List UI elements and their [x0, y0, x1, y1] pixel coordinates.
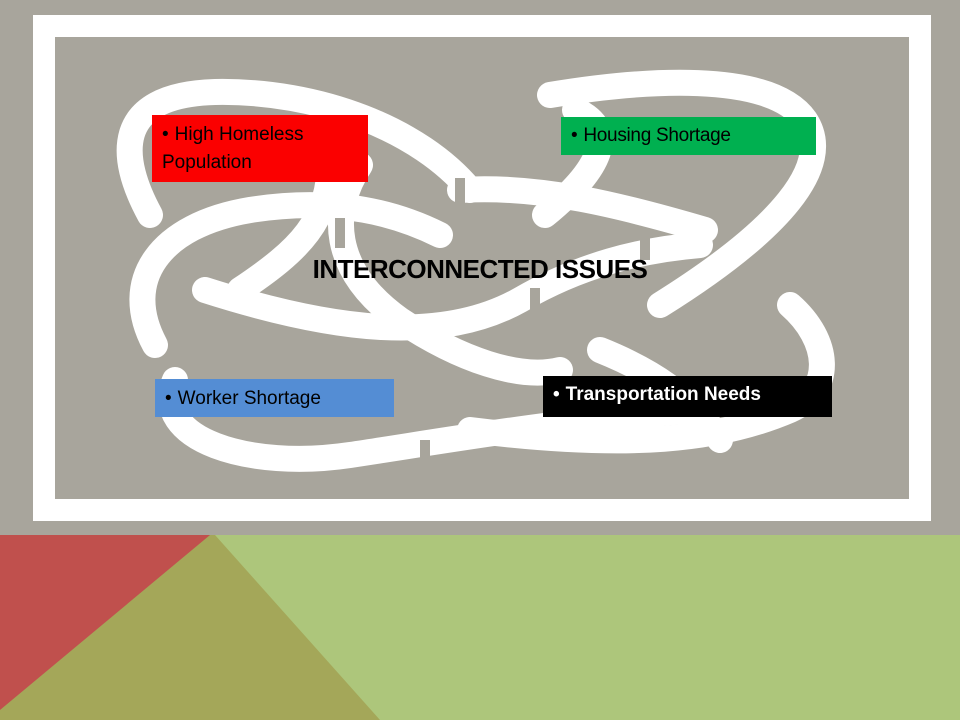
issue-label: Transportation Needs [565, 384, 761, 405]
issue-label: High Homeless Population [162, 124, 304, 173]
bullet-marker: • [553, 384, 560, 405]
celtic-knot-image [33, 15, 931, 521]
slide-title: INTERCONNECTED ISSUES [312, 254, 648, 284]
issue-box-housing-shortage: •Housing Shortage [561, 117, 816, 155]
issue-label: Worker Shortage [177, 388, 321, 409]
issue-box-high-homeless-population: •High Homeless Population [152, 115, 368, 182]
bullet-marker: • [162, 124, 169, 145]
bullet-marker: • [571, 125, 578, 146]
bullet-marker: • [165, 388, 172, 409]
issue-box-worker-shortage: •Worker Shortage [155, 379, 394, 417]
issue-label: Housing Shortage [583, 125, 731, 146]
issue-box-transportation-needs: •Transportation Needs [543, 376, 832, 417]
